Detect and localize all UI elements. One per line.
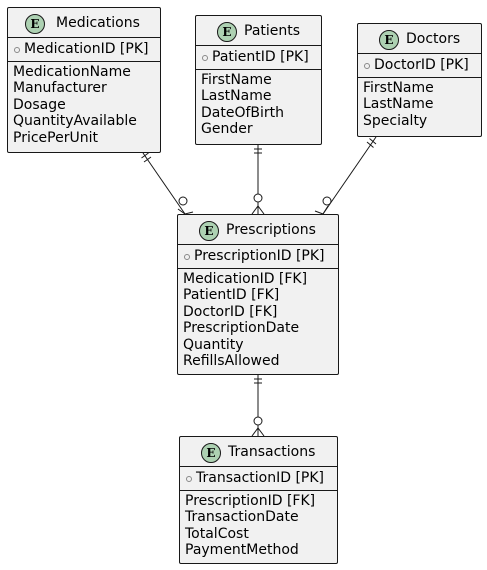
- attribute: Gender: [201, 121, 253, 138]
- divider: [180, 490, 337, 491]
- attribute: PrescriptionID [FK]: [185, 493, 316, 509]
- attribute: PatientID [FK]: [183, 287, 280, 304]
- divider: [196, 45, 321, 46]
- attribute: MedicationName: [13, 64, 131, 80]
- attribute: RefillsAllowed: [183, 353, 280, 370]
- attribute: QuantityAvailable: [13, 113, 137, 130]
- attribute: MedicationID [FK]: [183, 271, 308, 287]
- attribute-list: FirstName LastName DateOfBirth Gender: [196, 70, 321, 138]
- relationship-medications-prescriptions: [141, 152, 194, 215]
- divider: [8, 37, 160, 38]
- attribute: PaymentMethod: [185, 542, 299, 559]
- attribute: DoctorID [FK]: [183, 303, 278, 320]
- relationship-prescriptions-transactions: [251, 375, 265, 437]
- primary-key: MedicationID [PK]: [24, 41, 149, 57]
- attribute-list: MedicationName Manufacturer Dosage Quant…: [8, 62, 160, 146]
- divider: [358, 53, 481, 54]
- attribute: Quantity: [183, 336, 244, 353]
- entity-transactions[interactable]: E Transactions TransactionID [PK] Prescr…: [179, 436, 338, 564]
- one-mark: [143, 156, 152, 163]
- crow-foot: [251, 205, 265, 215]
- divider: [178, 244, 338, 245]
- attribute: TransactionDate: [185, 509, 299, 526]
- entity-medications[interactable]: E Medications MedicationID [PK] Medicati…: [7, 7, 161, 153]
- primary-key: PrescriptionID [PK]: [194, 248, 325, 264]
- primary-key: TransactionID [PK]: [196, 470, 324, 486]
- attribute-list: FirstName LastName Specialty: [358, 78, 481, 129]
- attribute-list: PrescriptionID [FK] TransactionDate Tota…: [180, 491, 337, 559]
- divider: [180, 466, 337, 467]
- key-marker-icon: [14, 47, 20, 53]
- attribute: FirstName: [201, 72, 272, 88]
- entity-title: Transactions: [228, 444, 316, 460]
- crow-foot: [314, 205, 329, 215]
- attribute: PricePerUnit: [13, 129, 98, 146]
- attribute: PrescriptionDate: [183, 320, 300, 337]
- key-marker-icon: [364, 63, 370, 69]
- zero-mark: [253, 193, 263, 203]
- entity-title: Patients: [244, 23, 301, 39]
- primary-key-row: PatientID [PK]: [196, 46, 321, 69]
- entity-doctors[interactable]: E Doctors DoctorID [PK] FirstName LastNa…: [357, 23, 482, 137]
- divider: [8, 61, 160, 62]
- attribute-list: MedicationID [FK] PatientID [FK] DoctorI…: [178, 269, 338, 369]
- entity-icon: E: [199, 221, 219, 241]
- one-mark: [369, 138, 377, 145]
- entity-header: E Medications: [8, 8, 160, 37]
- entity-patients[interactable]: E Patients PatientID [PK] FirstName Last…: [195, 15, 322, 145]
- attribute: Dosage: [13, 96, 66, 113]
- divider: [196, 69, 321, 70]
- primary-key-row: TransactionID [PK]: [180, 467, 337, 490]
- entity-header: E Doctors: [358, 24, 481, 53]
- entity-icon: E: [379, 30, 399, 50]
- key-marker-icon: [186, 476, 192, 482]
- entity-header: E Patients: [196, 16, 321, 45]
- attribute: Manufacturer: [13, 80, 107, 97]
- entity-title: Prescriptions: [226, 222, 316, 238]
- entity-header: E Transactions: [180, 437, 337, 466]
- key-marker-icon: [202, 55, 208, 61]
- attribute: LastName: [363, 96, 434, 113]
- entity-icon: E: [201, 443, 221, 463]
- entity-icon: E: [217, 22, 237, 42]
- crow-foot: [251, 427, 265, 437]
- entity-title: Medications: [56, 15, 140, 31]
- entity-title: Doctors: [406, 31, 461, 47]
- zero-mark: [322, 196, 332, 206]
- divider: [178, 268, 338, 269]
- attribute: TotalCost: [185, 525, 249, 542]
- primary-key-row: DoctorID [PK]: [358, 54, 481, 77]
- one-mark: [366, 141, 374, 148]
- entity-icon: E: [25, 14, 45, 34]
- divider: [358, 77, 481, 78]
- attribute: Specialty: [363, 112, 428, 129]
- relationship-patients-prescriptions: [251, 145, 265, 215]
- key-marker-icon: [184, 254, 190, 260]
- one-mark: [141, 152, 149, 159]
- primary-key-row: MedicationID [PK]: [8, 38, 160, 61]
- relationship-doctors-prescriptions: [314, 136, 377, 215]
- primary-key: PatientID [PK]: [212, 49, 309, 65]
- attribute: FirstName: [363, 80, 434, 96]
- entity-prescriptions[interactable]: E Prescriptions PrescriptionID [PK] Medi…: [177, 214, 339, 375]
- attribute: LastName: [201, 88, 272, 105]
- primary-key: DoctorID [PK]: [374, 57, 469, 73]
- attribute: DateOfBirth: [201, 104, 285, 121]
- primary-key-row: PrescriptionID [PK]: [178, 245, 338, 268]
- zero-mark: [253, 416, 263, 426]
- entity-header: E Prescriptions: [178, 215, 338, 244]
- zero-mark: [178, 196, 188, 206]
